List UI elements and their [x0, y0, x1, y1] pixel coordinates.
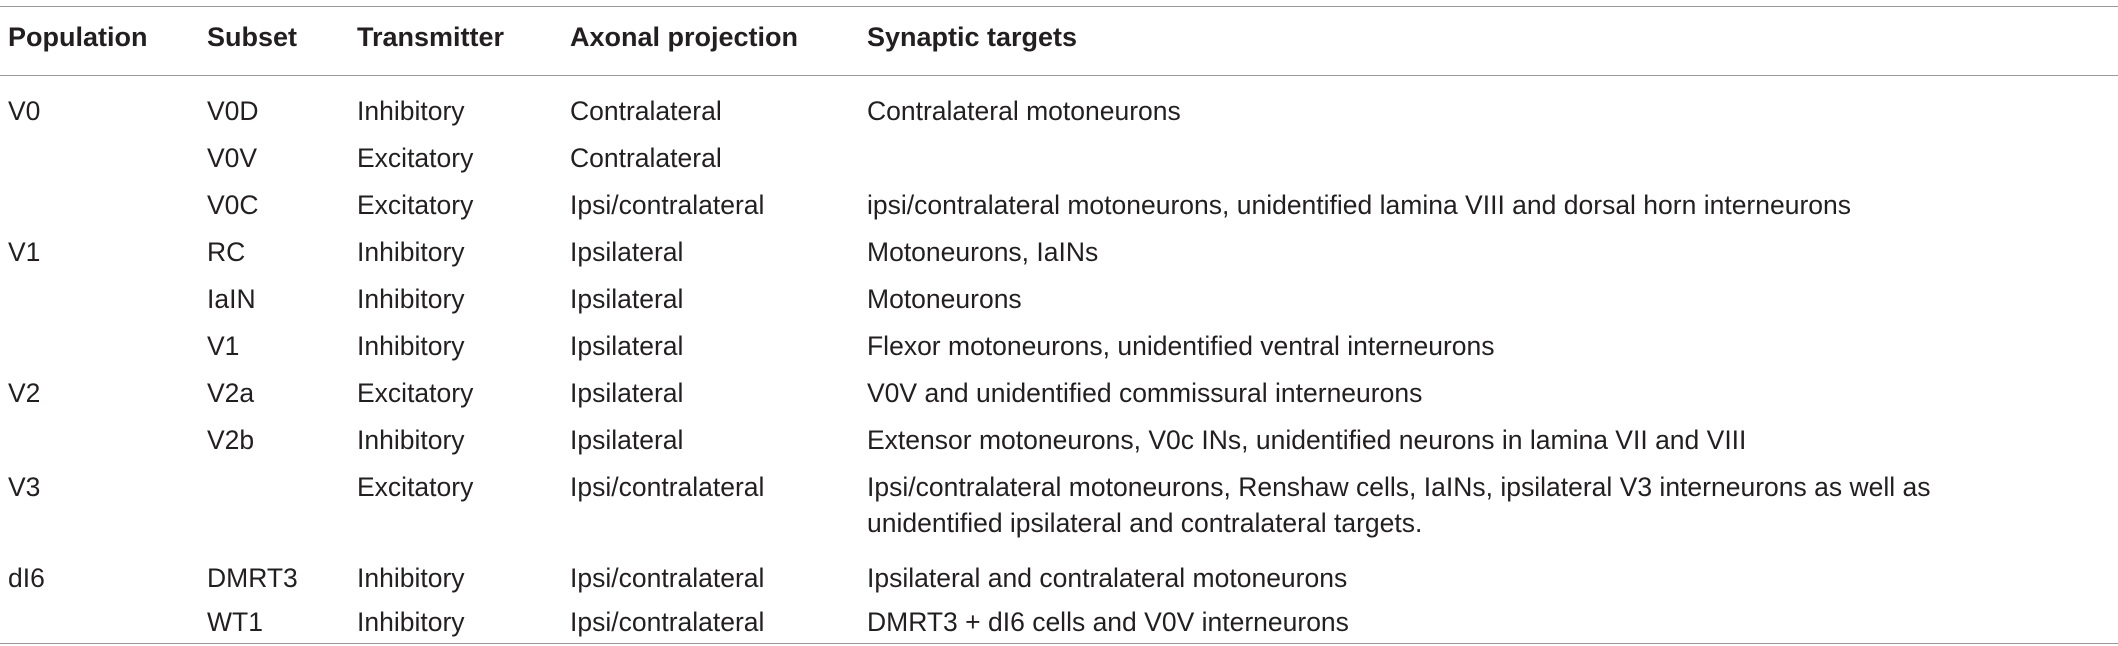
cell-synaptic-targets: ipsi/contralateral motoneurons, unidenti… — [867, 190, 1852, 220]
cell-axonal-projection: Ipsi/contralateral — [570, 563, 765, 593]
cell-subset: V0D — [207, 96, 259, 126]
header-transmitter: Transmitter — [357, 22, 505, 52]
table-header-rule — [0, 75, 2118, 76]
cell-synaptic-targets: Motoneurons, IaINs — [867, 237, 1099, 267]
cell-subset: V0C — [207, 190, 259, 220]
cell-transmitter: Inhibitory — [357, 284, 465, 314]
cell-axonal-projection: Ipsilateral — [570, 237, 684, 267]
cell-axonal-projection: Ipsi/contralateral — [570, 472, 765, 502]
cell-axonal-projection: Ipsilateral — [570, 425, 684, 455]
cell-subset: V2a — [207, 378, 255, 408]
cell-synaptic-targets: Extensor motoneurons, V0c INs, unidentif… — [867, 425, 1747, 455]
cell-subset: DMRT3 — [207, 563, 298, 593]
cell-subset: RC — [207, 237, 246, 267]
cell-subset: V1 — [207, 331, 240, 361]
table-bottom-rule — [0, 643, 2118, 644]
header-synaptic-targets: Synaptic targets — [867, 22, 1078, 52]
header-subset: Subset — [207, 22, 298, 52]
cell-population: V3 — [8, 472, 41, 502]
cell-transmitter: Inhibitory — [357, 331, 465, 361]
cell-synaptic-targets: DMRT3 + dI6 cells and V0V interneurons — [867, 607, 1349, 637]
table-header-row: Population Subset Transmitter Axonal pro… — [0, 22, 2118, 62]
header-population: Population — [8, 22, 148, 52]
cell-synaptic-targets: Flexor motoneurons, unidentified ventral… — [867, 331, 1495, 361]
cell-axonal-projection: Contralateral — [570, 96, 722, 126]
cell-axonal-projection: Ipsilateral — [570, 331, 684, 361]
cell-axonal-projection: Ipsilateral — [570, 378, 684, 408]
cell-axonal-projection: Ipsi/contralateral — [570, 607, 765, 637]
cell-transmitter: Excitatory — [357, 190, 474, 220]
cell-transmitter: Excitatory — [357, 472, 474, 502]
cell-synaptic-targets: Motoneurons — [867, 284, 1022, 314]
cell-transmitter: Inhibitory — [357, 563, 465, 593]
cell-subset: IaIN — [207, 284, 256, 314]
cell-population: V2 — [8, 378, 41, 408]
cell-transmitter: Excitatory — [357, 378, 474, 408]
cell-axonal-projection: Contralateral — [570, 143, 722, 173]
cell-axonal-projection: Ipsilateral — [570, 284, 684, 314]
cell-population: dI6 — [8, 563, 45, 593]
cell-subset: WT1 — [207, 607, 263, 637]
cell-transmitter: Inhibitory — [357, 607, 465, 637]
cell-transmitter: Inhibitory — [357, 237, 465, 267]
cell-subset: V2b — [207, 425, 255, 455]
cell-population: V1 — [8, 237, 41, 267]
cell-synaptic-targets: Ipsilateral and contralateral motoneuron… — [867, 563, 1348, 593]
cell-synaptic-targets: Contralateral motoneurons — [867, 96, 1181, 126]
cell-population: V0 — [8, 96, 41, 126]
cell-synaptic-targets: V0V and unidentified commissural interne… — [867, 378, 1423, 408]
table-top-rule — [0, 6, 2118, 7]
cell-synaptic-targets: Ipsi/contralateral motoneurons, Renshaw … — [867, 472, 1931, 538]
cell-transmitter: Inhibitory — [357, 425, 465, 455]
cell-transmitter: Inhibitory — [357, 96, 465, 126]
header-axonal-projection: Axonal projection — [570, 22, 799, 52]
cell-axonal-projection: Ipsi/contralateral — [570, 190, 765, 220]
cell-transmitter: Excitatory — [357, 143, 474, 173]
cell-subset: V0V — [207, 143, 258, 173]
